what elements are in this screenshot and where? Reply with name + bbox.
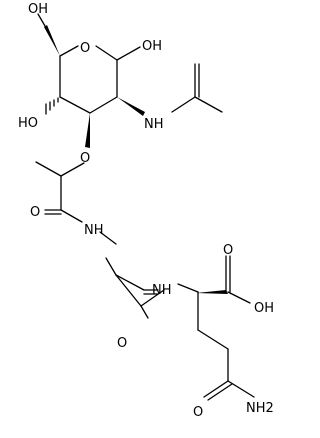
acid-hydroxyl-label: OH bbox=[254, 301, 274, 316]
structure-canvas: O OH OH HO NH O O NH NH O O OH O NH2 bbox=[18, 2, 274, 420]
acid-carbonyl-oxygen-label: O bbox=[223, 243, 233, 258]
c4-hydroxyl-label: HO bbox=[18, 116, 38, 131]
anomeric-oh-bond bbox=[116, 46, 141, 61]
c4-hydroxyl-hashed-bond bbox=[45, 97, 59, 115]
ether-linkage bbox=[35, 113, 90, 211]
ether-oxygen-label: O bbox=[80, 151, 90, 166]
primary-hydroxyl-label: OH bbox=[28, 2, 48, 17]
acetamido-nh-label: NH bbox=[144, 117, 164, 132]
alanine-carbonyl-oxygen-label: O bbox=[117, 336, 127, 351]
lactyl-amide-group bbox=[44, 209, 117, 245]
terminal-amide-oxygen-label: O bbox=[193, 405, 203, 420]
ring-oxygen-label: O bbox=[80, 41, 90, 56]
chemical-structure-diagram: O OH OH HO NH O O NH NH O O OH O NH2 bbox=[18, 2, 274, 420]
anomeric-hydroxyl-label: OH bbox=[142, 39, 162, 54]
pyranose-ring bbox=[59, 45, 118, 114]
glutamine-amide-bond bbox=[140, 283, 199, 307]
amide-oxygen-label: O bbox=[30, 205, 40, 220]
alanine-residue bbox=[105, 257, 159, 319]
glutamine-nh-label: NH bbox=[152, 283, 172, 298]
hydroxymethyl-group bbox=[37, 13, 60, 56]
acetamido-group bbox=[117, 63, 223, 116]
glutamine-residue bbox=[196, 255, 255, 401]
amide-nh-label: NH bbox=[84, 223, 104, 238]
terminal-amine-label: NH2 bbox=[246, 401, 274, 416]
